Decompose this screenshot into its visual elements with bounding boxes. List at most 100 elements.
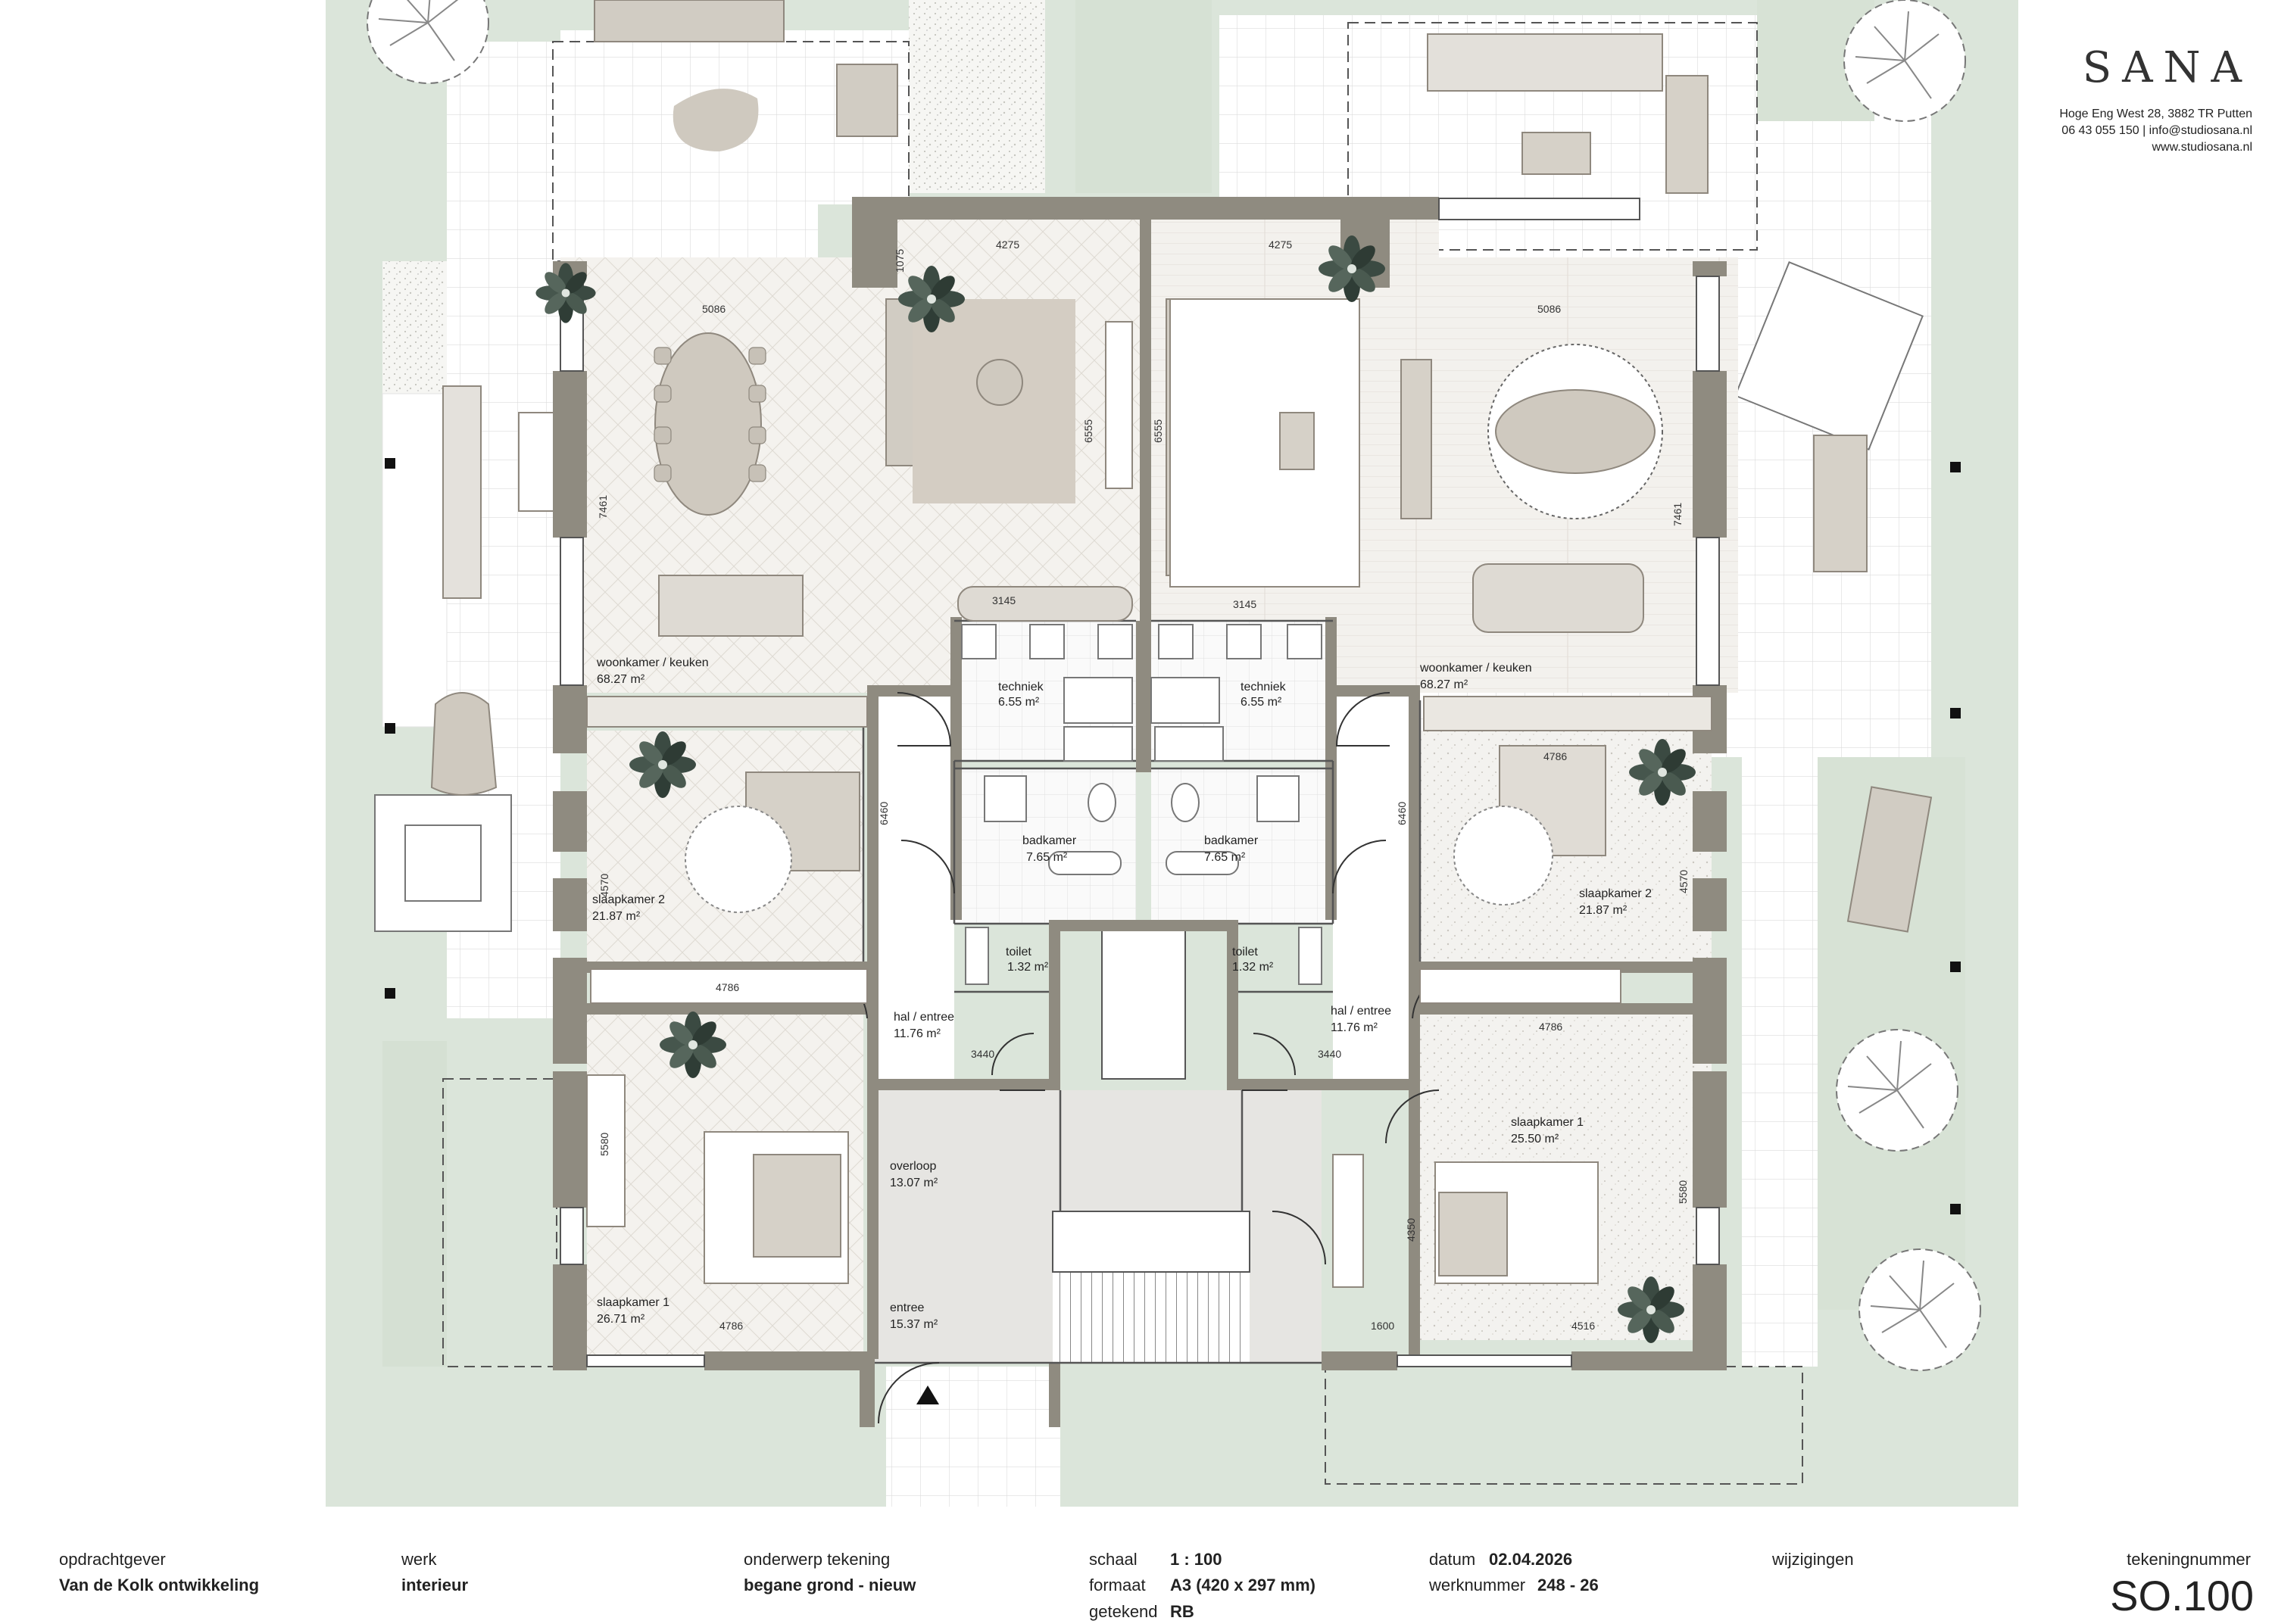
- kitchen-counter-left: [586, 696, 868, 728]
- planter-top-a: [909, 0, 1045, 193]
- hall-left-floor: [871, 693, 954, 1086]
- dimension-6555-left: 6555: [1082, 419, 1094, 443]
- tv-cabinet-right: [1400, 359, 1432, 519]
- room-area-hal-right: 11.76 m²: [1331, 1021, 1378, 1034]
- value-getekend: RB: [1170, 1602, 1194, 1621]
- dimension-3440-left: 3440: [971, 1048, 994, 1060]
- dimension-4786-left-bottom: 4786: [719, 1320, 743, 1332]
- room-area-slaapkamer2-left: 21.87 m²: [592, 910, 641, 923]
- walls: [553, 197, 1727, 1427]
- dimension-4516: 4516: [1571, 1320, 1595, 1332]
- green-strip-left-b: [382, 393, 448, 728]
- terrace-top-right-dashed: [1347, 22, 1758, 251]
- garden-rug-blob: [673, 89, 759, 151]
- room-name-woonkamer-right: woonkamer / keuken: [1419, 662, 1532, 675]
- bed-frame-slaapkamer1-right: [1438, 1192, 1508, 1276]
- exterior-markers: [385, 458, 1961, 1214]
- dimension-7461-left: 7461: [597, 495, 609, 519]
- planter-top-b: [1075, 0, 1212, 193]
- tree-right-bottom: [1836, 1029, 1958, 1152]
- tree-top-right: [1843, 0, 1966, 122]
- dimension-4570-right: 4570: [1677, 870, 1690, 893]
- dimension-6460-left: 6460: [878, 802, 890, 825]
- outdoor-bench-left: [518, 412, 557, 512]
- wardrobe-slaapkamer1-right: [1332, 1154, 1364, 1288]
- room-area-woonkamer-left: 68.27 m²: [597, 673, 645, 686]
- garden-chair-right: [1665, 75, 1709, 194]
- dimension-3145-left: 3145: [992, 594, 1016, 606]
- label-opdrachtgever: opdrachtgever: [59, 1550, 166, 1569]
- value-datum: 02.04.2026: [1489, 1550, 1573, 1569]
- garden-table-right: [1521, 132, 1591, 175]
- doors: [813, 692, 1466, 1424]
- coffee-table-left: [976, 359, 1023, 406]
- dimension-5580-right: 5580: [1677, 1180, 1689, 1204]
- value-tekeningnummer: SO.100: [2110, 1572, 2254, 1619]
- kitchen-counter-right: [1423, 696, 1712, 731]
- room-name-overloop: overloop: [890, 1160, 936, 1173]
- value-opdrachtgever: Van de Kolk ontwikkeling: [59, 1576, 260, 1594]
- stairs-landing: [1052, 1211, 1250, 1273]
- room-area-overloop: 13.07 m²: [890, 1177, 938, 1189]
- rug-slaapkamer2-left: [685, 806, 792, 913]
- brand-website[interactable]: www.studiosana.nl: [2152, 141, 2252, 154]
- bathroom-fixtures: [961, 624, 1322, 985]
- dimension-3145-right: 3145: [1233, 598, 1256, 610]
- terrace-right-lower: [1742, 757, 1818, 1367]
- room-name-techniek-left: techniek: [998, 681, 1044, 694]
- room-name-hal-left: hal / entree: [894, 1011, 954, 1024]
- stairwell-upper: [1101, 927, 1186, 1080]
- room-area-woonkamer-right: 68.27 m²: [1420, 678, 1468, 691]
- label-onderwerp: onderwerp tekening: [744, 1550, 891, 1569]
- room-area-techniek-left: 6.55 m²: [998, 696, 1040, 709]
- green-strip-left: [382, 261, 447, 394]
- room-name-badkamer-right: badkamer: [1204, 834, 1259, 847]
- desk-slaapkamer2-right: [1419, 968, 1621, 1004]
- dimension-5086-right: 5086: [1537, 303, 1561, 315]
- living-right-upper: [1151, 220, 1439, 265]
- garden-sofa-right: [1427, 33, 1663, 92]
- desk-niche: [957, 586, 1133, 622]
- label-werk: werk: [401, 1550, 437, 1569]
- label-tekeningnummer: tekeningnummer: [2127, 1550, 2251, 1569]
- entrance-arrow: [916, 1386, 939, 1404]
- hall-right-floor: [1333, 693, 1420, 1086]
- living-left-upper: [856, 220, 1144, 265]
- tv-cabinet-left: [1105, 321, 1133, 489]
- room-name-toilet-right: toilet: [1232, 946, 1258, 959]
- room-area-toilet-left: 1.32 m²: [1007, 961, 1049, 974]
- room-area-slaapkamer2-right: 21.87 m²: [1579, 904, 1628, 917]
- dimension-4786-right-top: 4786: [1543, 750, 1567, 762]
- room-name-slaapkamer1-right: slaapkamer 1: [1511, 1116, 1584, 1129]
- dining-table-right: [1495, 389, 1656, 474]
- bed-slaapkamer1-left: [753, 1154, 841, 1258]
- wardrobe-slaapkamer1-left: [586, 1074, 626, 1227]
- coffee-table-right: [1279, 412, 1315, 470]
- planter-left-bottom: [382, 1041, 447, 1367]
- room-name-entree: entree: [890, 1301, 924, 1314]
- dimension-6555-right: 6555: [1152, 419, 1164, 443]
- room-area-toilet-right: 1.32 m²: [1232, 961, 1274, 974]
- dimension-5086-left: 5086: [702, 303, 726, 315]
- label-formaat: formaat: [1089, 1576, 1146, 1594]
- dimension-7461-right: 7461: [1671, 503, 1684, 526]
- rug-slaapkamer2-right: [1453, 806, 1553, 906]
- room-area-techniek-right: 6.55 m²: [1241, 696, 1282, 709]
- rug-right: [1169, 298, 1360, 588]
- room-name-hal-right: hal / entree: [1331, 1005, 1391, 1018]
- dimension-6460-right: 6460: [1396, 802, 1408, 825]
- parasol-left-inner: [404, 824, 482, 902]
- value-werknummer: 248 - 26: [1537, 1576, 1599, 1594]
- label-datum: datum: [1429, 1550, 1476, 1569]
- dimension-4786-right-mid: 4786: [1539, 1021, 1562, 1033]
- entry-path: [886, 1367, 1060, 1507]
- room-area-badkamer-right: 7.65 m²: [1204, 851, 1246, 864]
- label-wijzigingen: wijzigingen: [1772, 1550, 1854, 1569]
- tree-right-bottom-2: [1858, 1248, 1981, 1371]
- room-name-slaapkamer1-left: slaapkamer 1: [597, 1296, 669, 1309]
- dimension-4275-right: 4275: [1269, 238, 1292, 251]
- label-werknummer: werknummer: [1429, 1576, 1526, 1594]
- dimension-4350: 4350: [1405, 1218, 1417, 1242]
- room-name-techniek-right: techniek: [1241, 681, 1287, 694]
